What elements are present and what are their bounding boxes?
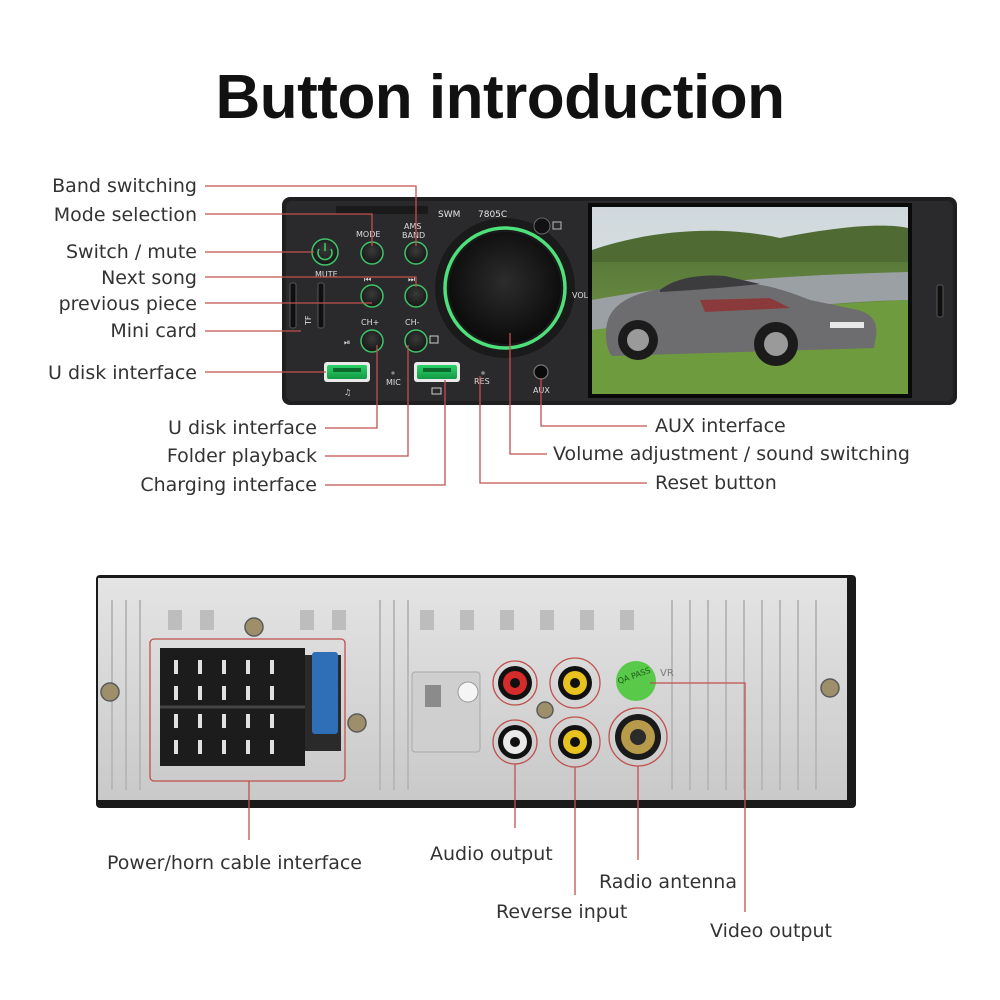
leader-next <box>205 276 417 287</box>
display-screen <box>588 203 912 398</box>
label-reset-button: Reset button <box>655 472 777 494</box>
play-pause-icon: ⏯ <box>344 338 350 347</box>
top-tabs <box>168 610 634 630</box>
camera-lens <box>533 217 551 235</box>
camera-icon <box>552 221 562 230</box>
aux-bracket <box>411 671 481 753</box>
label-switch-mute: Switch / mute <box>66 241 197 263</box>
label-aux-interface: AUX interface <box>655 415 786 437</box>
next-button[interactable] <box>404 284 428 308</box>
front-panel: SWM 7805C MUTE TF MODE AMS BAND ⏮ ⏭ CH+ … <box>282 197 957 405</box>
label-video-output: Video output <box>710 920 832 942</box>
back-leader-lines <box>248 682 746 912</box>
leader-mode <box>205 213 373 246</box>
mute-label: MUTE <box>315 270 338 279</box>
reset-hole[interactable] <box>481 371 485 375</box>
ch-minus-label: CH- <box>405 318 420 327</box>
label-audio-output: Audio output <box>430 843 553 865</box>
next-symbol-icon: ⏭ <box>408 275 415 284</box>
leader-charging <box>325 380 446 486</box>
rca-video-out-yellow[interactable] <box>549 657 601 709</box>
tf-slot[interactable] <box>289 282 325 329</box>
mode-label: MODE <box>356 230 380 239</box>
leader-volume <box>509 333 547 455</box>
model-label: 7805C <box>478 210 507 220</box>
ch-plus-button[interactable] <box>360 329 384 353</box>
qa-sticker: QA PASS <box>616 661 656 701</box>
label-next-song: Next song <box>101 267 197 289</box>
label-radio-antenna: Radio antenna <box>599 871 737 893</box>
band-label: BAND <box>402 231 425 240</box>
label-power-cable: Power/horn cable interface <box>107 852 362 874</box>
ams-label: AMS <box>404 222 421 231</box>
chassis-ribs <box>111 600 817 790</box>
usb-port-right[interactable] <box>414 362 460 382</box>
mic-hole <box>391 371 395 375</box>
right-slot <box>936 284 944 318</box>
rca-audio-out-white[interactable] <box>492 719 538 765</box>
antenna-socket[interactable] <box>608 707 668 767</box>
previous-button[interactable] <box>360 284 384 308</box>
leader-reset <box>479 376 647 484</box>
battery-icon <box>431 387 442 395</box>
label-previous-piece: previous piece <box>58 293 197 315</box>
volume-knob[interactable] <box>435 218 575 358</box>
car-image <box>605 275 877 366</box>
rca-audio-out-red[interactable] <box>492 660 538 706</box>
label-mini-card: Mini card <box>110 320 197 342</box>
label-mode-selection: Mode selection <box>53 204 197 226</box>
fuse <box>312 652 338 734</box>
label-band-switching: Band switching <box>52 175 197 197</box>
label-charging-interface: Charging interface <box>140 474 317 496</box>
back-panel: QA PASS VR <box>96 575 856 808</box>
music-note-icon: ♫ <box>344 388 351 397</box>
rca-reverse-in-yellow[interactable] <box>549 716 601 768</box>
label-u-disk-interface-2: U disk interface <box>168 417 317 439</box>
mute-button[interactable] <box>311 238 339 266</box>
front-leader-lines <box>205 185 647 486</box>
label-folder-playback: Folder playback <box>166 445 317 467</box>
label-volume-adjustment: Volume adjustment / sound switching <box>553 443 910 465</box>
power-connector[interactable] <box>149 638 346 782</box>
ch-plus-label: CH+ <box>361 318 379 327</box>
leader-band <box>205 185 417 246</box>
vol-label: VOL <box>572 291 589 300</box>
leader-usb2 <box>325 345 378 429</box>
vr-mark: VR <box>660 668 674 679</box>
label-u-disk-interface-1: U disk interface <box>48 362 197 384</box>
leader-video <box>650 682 746 912</box>
ch-minus-button[interactable] <box>404 329 428 353</box>
page-title: Button introduction <box>215 63 786 132</box>
brand-label: SWM <box>438 210 460 220</box>
aux-label: AUX <box>533 386 550 395</box>
leader-folder <box>325 345 409 457</box>
leader-aux <box>540 378 647 427</box>
res-label: RES <box>474 377 490 386</box>
folder-icon <box>429 335 439 344</box>
label-reverse-input: Reverse input <box>496 901 628 923</box>
usb-port-left[interactable] <box>324 362 370 382</box>
prev-symbol-icon: ⏮ <box>364 275 371 284</box>
tf-label: TF <box>304 315 313 326</box>
aux-jack[interactable] <box>533 364 549 380</box>
mic-label: MIC <box>386 378 401 387</box>
